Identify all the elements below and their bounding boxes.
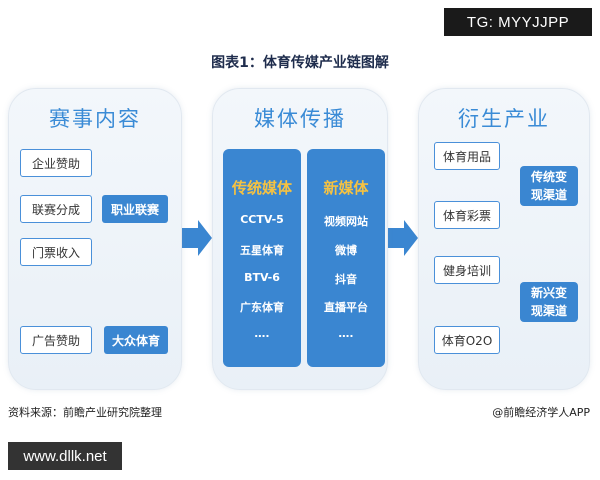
source-note: 资料来源：前瞻产业研究院整理 — [8, 406, 162, 419]
node-pro-league: 职业联赛 — [102, 195, 168, 223]
credit-note: @前瞻经济学人APP — [492, 406, 590, 419]
item-guangdong-sports: 广东体育 — [240, 301, 284, 314]
node-emerging-monetization: 新兴变 现渠道 — [520, 282, 578, 322]
node-ad-sponsorship: 广告赞助 — [20, 326, 92, 354]
panel-title-media: 媒体传播 — [254, 107, 346, 131]
item-live-platforms: 直播平台 — [324, 301, 368, 314]
heading-traditional-media: 传统媒体 — [231, 179, 292, 197]
item-video-sites: 视频网站 — [324, 215, 368, 228]
watermark-bottom: www.dllk.net — [8, 442, 122, 470]
heading-new-media: 新媒体 — [323, 179, 369, 197]
arrow-left-to-middle — [182, 220, 212, 256]
panel-derivative-industry: 衍生产业 — [418, 88, 590, 390]
item-weibo: 微博 — [335, 244, 357, 257]
node-sports-lottery: 体育彩票 — [434, 201, 500, 229]
label-emerging-monetization-line1: 新兴变 — [530, 286, 567, 300]
column-traditional-media: 传统媒体 CCTV-5 五星体育 BTV-6 广东体育 …. — [223, 149, 301, 367]
panel-title-event-content: 赛事内容 — [49, 107, 141, 131]
node-fitness-training: 健身培训 — [434, 256, 500, 284]
node-league-revenue-share: 联赛分成 — [20, 195, 92, 223]
label-traditional-monetization-line2: 现渠道 — [530, 188, 567, 202]
column-new-media: 新媒体 视频网站 微博 抖音 直播平台 …. — [307, 149, 385, 367]
item-five-star-sports: 五星体育 — [240, 244, 284, 257]
item-cctv5: CCTV-5 — [240, 213, 284, 226]
panel-media: 媒体传播 传统媒体 CCTV-5 五星体育 BTV-6 广东体育 …. 新媒体 … — [212, 88, 388, 390]
node-sporting-goods: 体育用品 — [434, 142, 500, 170]
node-ticket-revenue: 门票收入 — [20, 238, 92, 266]
node-corporate-sponsorship: 企业赞助 — [20, 149, 92, 177]
watermark-top: TG: MYYJJPP — [444, 8, 592, 36]
item-traditional-more: …. — [254, 327, 270, 340]
node-traditional-monetization: 传统变 现渠道 — [520, 166, 578, 206]
diagram-title: 图表1：体育传媒产业链图解 — [211, 55, 389, 71]
item-btv6: BTV-6 — [244, 271, 280, 284]
node-mass-sports: 大众体育 — [104, 326, 168, 354]
arrow-middle-to-right — [388, 220, 418, 256]
item-douyin: 抖音 — [335, 273, 357, 286]
item-new-more: …. — [338, 327, 354, 340]
label-emerging-monetization-line2: 现渠道 — [530, 304, 567, 318]
node-sports-o2o: 体育O2O — [434, 326, 500, 354]
label-traditional-monetization-line1: 传统变 — [530, 170, 567, 184]
panel-title-derivative-industry: 衍生产业 — [458, 107, 550, 131]
